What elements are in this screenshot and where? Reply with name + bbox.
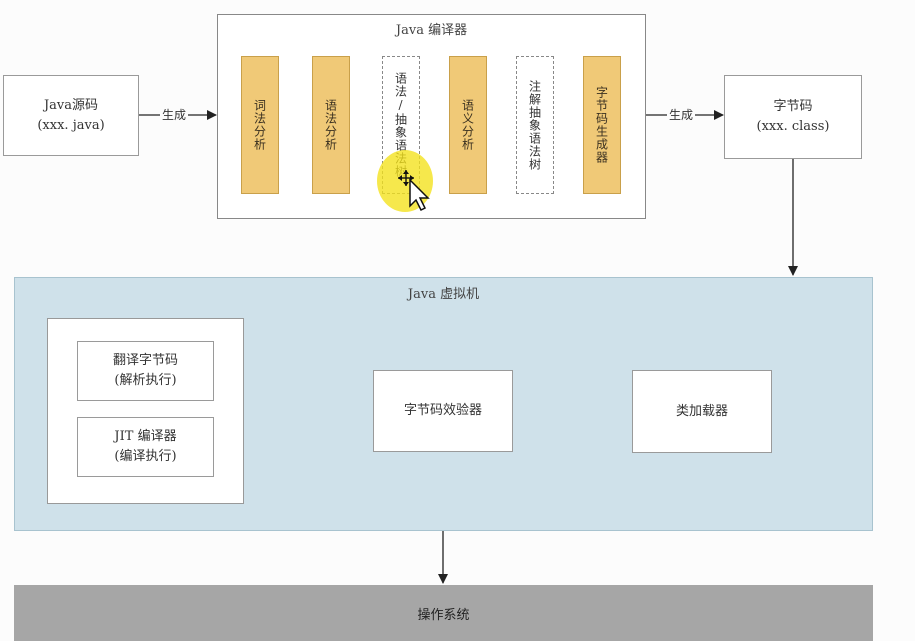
interpreter-label: 翻译字节码 [112,353,178,368]
operating-system-label: 操作系统 [417,607,470,623]
annotated-syntax-tree-stage: 注解抽象语法树 [516,56,554,194]
bytecode-label: 字节码 [773,99,813,114]
jvm-title: Java 虚拟机 [407,287,480,302]
jit-compiler-mode: (编译执行) [114,449,177,464]
bytecode-box: 字节码 (xxx. class) [724,75,862,159]
mouse-cursor-icon [398,170,430,212]
java-source-box: Java源码 (xxx. java) [3,75,139,156]
interpreter-mode: (解析执行) [114,373,177,388]
java-compiler-title: Java 编译器 [395,23,468,38]
cursor-highlight [377,150,433,212]
lexical-analysis-stage: 词法分析 [241,56,279,194]
syntax-analysis-stage: 语法分析 [312,56,350,194]
operating-system-bar: 操作系统 [14,585,873,641]
class-loader-label: 类加载器 [675,403,728,419]
jit-compiler-label: JIT 编译器 [114,429,177,444]
jit-compiler-box: JIT 编译器 (编译执行) [77,417,214,477]
bytecode-verifier-box: 字节码效验器 [373,370,513,452]
java-source-label: Java源码 [43,97,99,113]
interpreter-box: 翻译字节码 (解析执行) [77,341,214,401]
semantic-analysis-stage: 语义分析 [449,56,487,194]
bytecode-verifier-label: 字节码效验器 [403,403,482,418]
generate-label-2: 生成 [667,106,696,123]
bytecode-generator-stage: 字节码生成器 [583,56,621,194]
java-source-file: (xxx. java) [37,117,105,133]
bytecode-file: (xxx. class) [756,119,830,134]
generate-label-1: 生成 [160,106,189,123]
class-loader-box: 类加载器 [632,370,772,453]
